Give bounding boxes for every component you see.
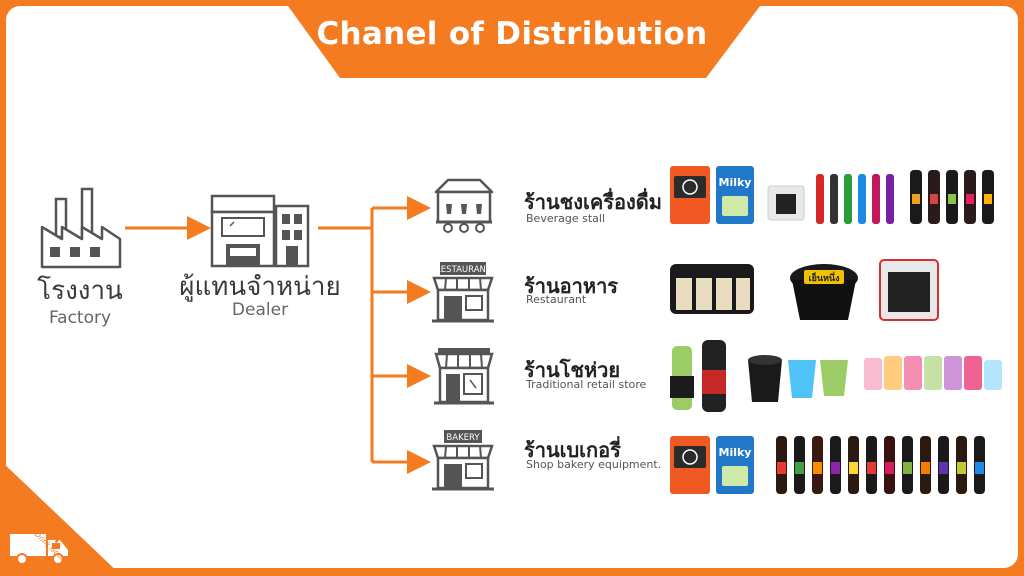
channel-3-label-en: Traditional retail store (526, 378, 647, 391)
restaurant-sign-text: RESTAURANT (435, 265, 492, 275)
page-title: Chanel of Distribution (316, 16, 708, 52)
factory-icon (40, 187, 122, 269)
jelly-cups (864, 356, 1002, 390)
bakery-store-icon: BAKERY (432, 430, 494, 491)
syrup-bottles-colored (816, 174, 894, 224)
title-banner (0, 0, 1024, 78)
dealer-label-en: Dealer (231, 300, 289, 320)
factory-label-en: Factory (48, 308, 112, 328)
channel-3-label-th: ร้านโชห่วย (524, 358, 621, 382)
product-row-beverage: Milky (670, 166, 994, 224)
channel-2-label-en: Restaurant (526, 293, 587, 306)
dealer-label-th: ผู้แทนจำหน่าย (179, 272, 341, 302)
channel-1-label-th: ร้านชงเครื่องดื่ม (524, 190, 662, 214)
product-cup-label: เย็นหนึ่ง (809, 271, 840, 284)
bakery-sign-text: BAKERY (446, 433, 480, 443)
product-row-retail (670, 340, 1002, 412)
product-row-bakery: Milky (670, 436, 985, 494)
dealer-building-icon (210, 194, 310, 268)
restaurant-store-icon: RESTAURANT (432, 262, 494, 323)
syrup-bottles-dark (910, 170, 994, 224)
retail-store-icon (434, 348, 494, 405)
channel-2-label-th: ร้านอาหาร (524, 274, 619, 298)
product-milky-label-1: Milky (719, 176, 752, 189)
product-images: Milky (670, 166, 1002, 494)
product-milky-label-2: Milky (719, 446, 752, 459)
factory-label-th: โรงงาน (37, 276, 123, 306)
channel-1-label-en: Beverage stall (526, 212, 605, 225)
syrup-bottles-row (776, 436, 985, 494)
beverage-stall-icon (434, 178, 494, 233)
product-row-restaurant: เย็นหนึ่ง (670, 259, 939, 321)
truck-icon (10, 534, 68, 565)
channel-4-label-th: ร้านเบเกอรี่ (524, 438, 621, 462)
channel-4-label-en: Shop bakery equipment. (526, 458, 662, 471)
